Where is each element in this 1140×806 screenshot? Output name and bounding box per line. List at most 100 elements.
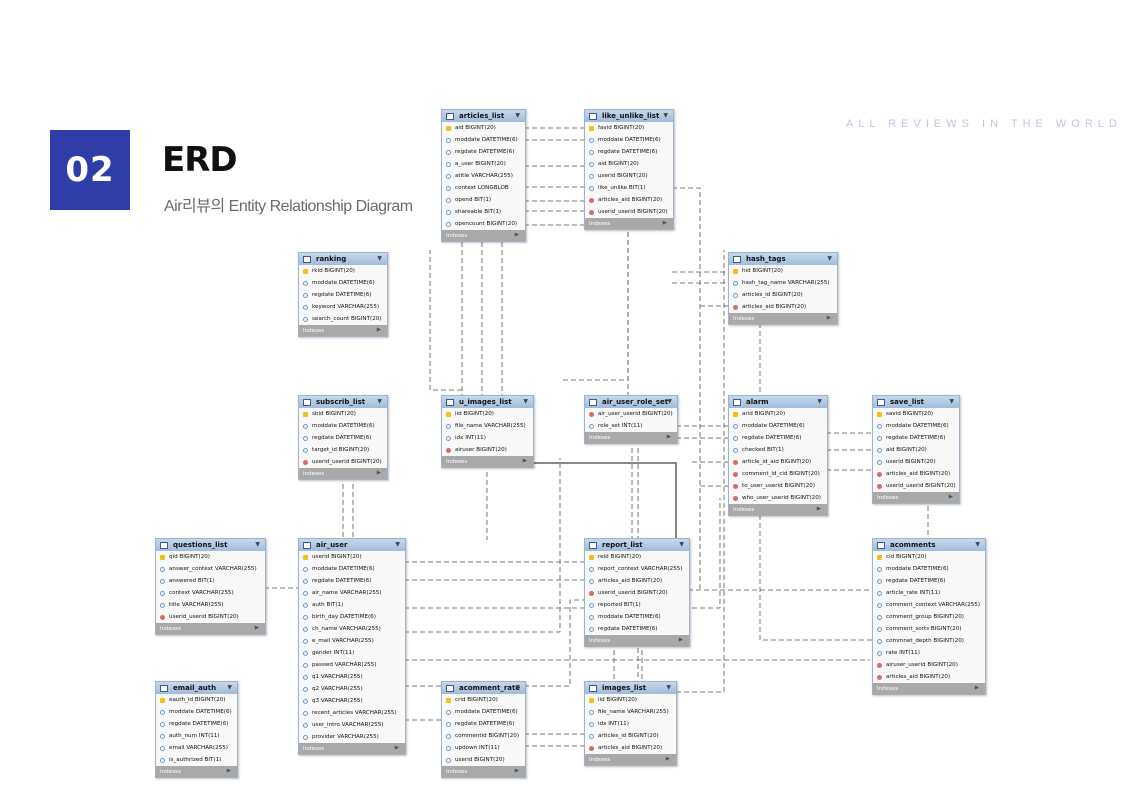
table-header[interactable]: like_unlike_list▼ [585, 110, 673, 122]
column-row[interactable]: to_user_userid BIGINT(20) [729, 480, 827, 492]
table-air-user[interactable]: air_user▼userid BIGINT(20)moddate DATETI… [298, 538, 406, 755]
column-row[interactable]: passwd VARCHAR(255) [299, 659, 405, 671]
column-row[interactable]: moddate DATETIME(6) [873, 563, 985, 575]
collapse-arrow-icon[interactable]: ▼ [975, 541, 980, 548]
indexes-section[interactable]: Indexes▶ [585, 754, 676, 765]
column-row[interactable]: context LONGBLOB [442, 182, 525, 194]
column-row[interactable]: iid BIGINT(20) [442, 408, 533, 420]
column-row[interactable]: articles_aid BIGINT(20) [585, 575, 689, 587]
column-row[interactable]: role_set INT(11) [585, 420, 677, 432]
table-alarm[interactable]: alarm▼arid BIGINT(20)moddate DATETIME(6)… [728, 395, 828, 516]
column-row[interactable]: keyword VARCHAR(255) [299, 301, 387, 313]
expand-arrow-icon[interactable]: ▶ [514, 768, 519, 774]
column-row[interactable]: moddate DATETIME(6) [299, 420, 387, 432]
column-row[interactable]: hid BIGINT(20) [729, 265, 837, 277]
column-row[interactable]: regdate DATETIME(6) [299, 432, 387, 444]
column-row[interactable]: aid BIGINT(20) [873, 444, 959, 456]
column-row[interactable]: answered BIT(1) [156, 575, 265, 587]
column-row[interactable]: moddate DATETIME(6) [299, 277, 387, 289]
column-row[interactable]: idx INT(11) [585, 718, 676, 730]
table-email-auth[interactable]: email_auth▼eauth_id BIGINT(20)moddate DA… [155, 681, 238, 778]
column-row[interactable]: airuser BIGINT(20) [442, 444, 533, 456]
column-row[interactable]: regdate DATETIME(6) [873, 575, 985, 587]
table-header[interactable]: subscrib_list▼ [299, 396, 387, 408]
column-row[interactable]: moddate DATETIME(6) [156, 706, 237, 718]
indexes-section[interactable]: Indexes▶ [729, 313, 837, 324]
column-row[interactable]: q3 VARCHAR(255) [299, 695, 405, 707]
indexes-section[interactable]: Indexes▶ [442, 766, 525, 777]
column-row[interactable]: articles_id BIGINT(20) [585, 730, 676, 742]
expand-arrow-icon[interactable]: ▶ [254, 625, 259, 631]
expand-arrow-icon[interactable]: ▶ [514, 232, 519, 238]
expand-arrow-icon[interactable]: ▶ [816, 506, 821, 512]
column-row[interactable]: articles_aid BIGINT(20) [585, 194, 673, 206]
column-row[interactable]: comment_context VARCHAR(255) [873, 599, 985, 611]
table-header[interactable]: articles_list▼ [442, 110, 525, 122]
column-row[interactable]: sbid BIGINT(20) [299, 408, 387, 420]
table-header[interactable]: email_auth▼ [156, 682, 237, 694]
table-header[interactable]: save_list▼ [873, 396, 959, 408]
table-header[interactable]: u_images_list▼ [442, 396, 533, 408]
table-header[interactable]: questions_list▼ [156, 539, 265, 551]
column-row[interactable]: a_user BIGINT(20) [442, 158, 525, 170]
collapse-arrow-icon[interactable]: ▼ [227, 684, 232, 691]
column-row[interactable]: rkid BIGINT(20) [299, 265, 387, 277]
table-images-list[interactable]: images_list▼iid BIGINT(20)file_name VARC… [584, 681, 677, 766]
column-row[interactable]: file_name VARCHAR(255) [585, 706, 676, 718]
expand-arrow-icon[interactable]: ▶ [974, 685, 979, 691]
column-row[interactable]: arid BIGINT(20) [729, 408, 827, 420]
column-row[interactable]: auth_num INT(11) [156, 730, 237, 742]
column-row[interactable]: airuser_userid BIGINT(20) [873, 659, 985, 671]
column-row[interactable]: auth BIT(1) [299, 599, 405, 611]
column-row[interactable]: iid BIGINT(20) [585, 694, 676, 706]
indexes-section[interactable]: Indexes▶ [442, 230, 525, 241]
collapse-arrow-icon[interactable]: ▼ [377, 255, 382, 262]
column-row[interactable]: shareable BIT(1) [442, 206, 525, 218]
column-row[interactable]: regdate DATETIME(6) [156, 718, 237, 730]
column-row[interactable]: gender INT(11) [299, 647, 405, 659]
column-row[interactable]: commentid BIGINT(20) [442, 730, 525, 742]
column-row[interactable]: regdate DATETIME(6) [299, 575, 405, 587]
table-header[interactable]: alarm▼ [729, 396, 827, 408]
expand-arrow-icon[interactable]: ▶ [226, 768, 231, 774]
column-row[interactable]: regdate DATETIME(6) [873, 432, 959, 444]
collapse-arrow-icon[interactable]: ▼ [679, 541, 684, 548]
column-row[interactable]: is_authrized BIT(1) [156, 754, 237, 766]
column-row[interactable]: articles_id BIGINT(20) [729, 289, 837, 301]
column-row[interactable]: moddate DATETIME(6) [299, 563, 405, 575]
column-row[interactable]: q1 VARCHAR(255) [299, 671, 405, 683]
column-row[interactable]: userid BIGINT(20) [585, 170, 673, 182]
column-row[interactable]: comment_group BIGINT(20) [873, 611, 985, 623]
collapse-arrow-icon[interactable]: ▼ [523, 398, 528, 405]
column-row[interactable]: crid BIGINT(20) [442, 694, 525, 706]
column-row[interactable]: userid BIGINT(20) [299, 551, 405, 563]
column-row[interactable]: eauth_id BIGINT(20) [156, 694, 237, 706]
column-row[interactable]: regdate DATETIME(6) [299, 289, 387, 301]
column-row[interactable]: updown INT(11) [442, 742, 525, 754]
table-hash-tags[interactable]: hash_tags▼hid BIGINT(20)hash_tag_name VA… [728, 252, 838, 325]
column-row[interactable]: userid BIGINT(20) [873, 456, 959, 468]
expand-arrow-icon[interactable]: ▶ [376, 327, 381, 333]
column-row[interactable]: moddate DATETIME(6) [729, 420, 827, 432]
column-row[interactable]: moddate DATETIME(6) [442, 706, 525, 718]
column-row[interactable]: regdate DATETIME(6) [585, 146, 673, 158]
column-row[interactable]: who_user_userid BIGINT(20) [729, 492, 827, 504]
collapse-arrow-icon[interactable]: ▼ [663, 112, 668, 119]
column-row[interactable]: regdate DATETIME(6) [442, 718, 525, 730]
column-row[interactable]: userid_userid BIGINT(20) [156, 611, 265, 623]
table-header[interactable]: report_list▼ [585, 539, 689, 551]
table-header[interactable]: images_list▼ [585, 682, 676, 694]
table-header[interactable]: air_user_role_set▼ [585, 396, 677, 408]
column-row[interactable]: moddate DATETIME(6) [585, 134, 673, 146]
collapse-arrow-icon[interactable]: ▼ [255, 541, 260, 548]
indexes-section[interactable]: Indexes▶ [585, 432, 677, 443]
column-row[interactable]: file_name VARCHAR(255) [442, 420, 533, 432]
collapse-arrow-icon[interactable]: ▼ [395, 541, 400, 548]
table-air-user-role-set[interactable]: air_user_role_set▼air_user_userid BIGINT… [584, 395, 678, 444]
column-row[interactable]: checked BIT(1) [729, 444, 827, 456]
collapse-arrow-icon[interactable]: ▼ [666, 684, 671, 691]
column-row[interactable]: air_user_userid BIGINT(20) [585, 408, 677, 420]
table-acomments[interactable]: acomments▼cid BIGINT(20)moddate DATETIME… [872, 538, 986, 695]
column-row[interactable]: context VARCHAR(255) [156, 587, 265, 599]
column-row[interactable]: userid_userid BIGINT(20) [585, 206, 673, 218]
